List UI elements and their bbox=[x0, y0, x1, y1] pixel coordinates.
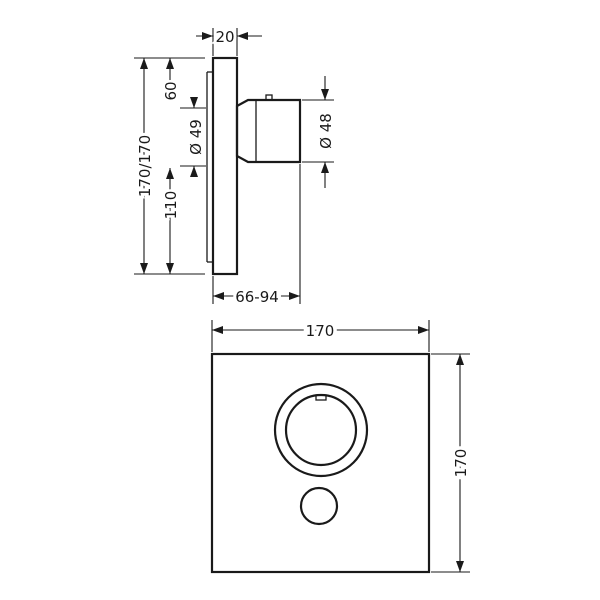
dim-diameter-inner: Ø 49 bbox=[180, 97, 206, 177]
front-knob-inner-ring bbox=[284, 393, 358, 467]
side-knob-body bbox=[235, 98, 302, 164]
side-cover-plate bbox=[211, 56, 239, 276]
dim-diameter-inner-label: Ø 49 bbox=[187, 119, 205, 155]
side-knob-indicator bbox=[265, 94, 273, 101]
dim-offset-bottom-label: 110 bbox=[162, 191, 180, 220]
side-view bbox=[206, 56, 302, 276]
dim-height-total: 170/170 bbox=[133, 57, 205, 275]
front-cover-plate bbox=[210, 352, 431, 574]
dim-front-height: 170 bbox=[431, 353, 474, 573]
front-view bbox=[210, 352, 431, 574]
front-small-button bbox=[299, 486, 339, 526]
dim-cover-depth-label: 20 bbox=[215, 28, 234, 46]
dim-projection-label: 66-94 bbox=[235, 288, 279, 306]
dim-height-total-label: 170/170 bbox=[136, 135, 154, 197]
front-knob-outer-ring bbox=[273, 382, 369, 478]
dim-offset-top: 60 bbox=[160, 58, 183, 103]
dim-front-width-label: 170 bbox=[306, 322, 335, 340]
dim-front-width: 170 bbox=[211, 319, 430, 352]
dim-front-height-label: 170 bbox=[452, 449, 470, 478]
dim-cover-depth: 20 bbox=[196, 25, 262, 56]
dim-diameter-knob-label: Ø 48 bbox=[317, 113, 335, 149]
dim-projection: 66-94 bbox=[212, 164, 301, 309]
dim-diameter-knob: Ø 48 bbox=[302, 76, 335, 188]
front-knob-indicator bbox=[315, 394, 327, 401]
dim-offset-top-label: 60 bbox=[162, 81, 180, 100]
dim-offset-bottom: 110 bbox=[160, 168, 183, 274]
